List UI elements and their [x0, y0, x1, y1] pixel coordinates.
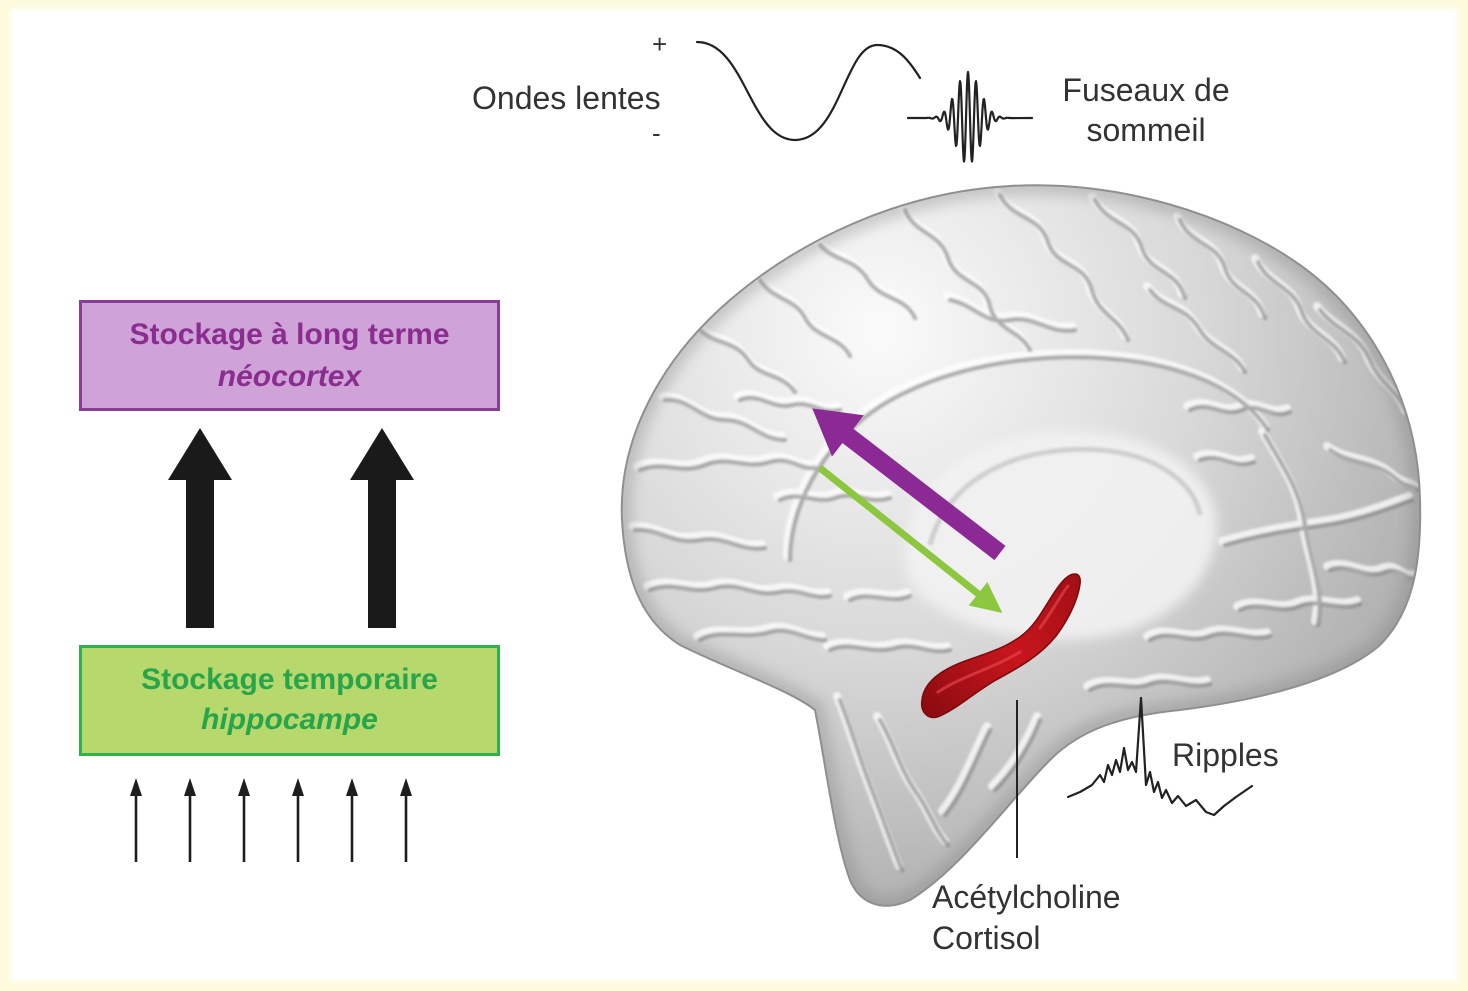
- long-term-storage-title: Stockage à long terme: [82, 315, 497, 355]
- ripples-label: Ripples: [1172, 735, 1279, 775]
- spindles-label-line2: sommeil: [1060, 110, 1232, 150]
- input-arrow: [292, 778, 304, 862]
- input-arrow: [346, 778, 358, 862]
- spindles-label: Fuseaux de sommeil: [1060, 70, 1232, 150]
- consolidation-arrow-right: [350, 428, 414, 628]
- long-term-storage-box: Stockage à long terme néocortex: [79, 300, 500, 411]
- consolidation-arrow-left: [168, 428, 232, 628]
- brain-illustration: [622, 185, 1420, 905]
- input-arrow: [184, 778, 196, 862]
- spindles-label-line1: Fuseaux de: [1060, 70, 1232, 110]
- slow-waves-label: Ondes lentes: [472, 78, 661, 118]
- input-arrow: [130, 778, 142, 862]
- slow-waves-positive-sign: +: [652, 24, 667, 64]
- neuromodulator-cortisol: Cortisol: [932, 918, 1121, 959]
- temporary-storage-box: Stockage temporaire hippocampe: [79, 645, 500, 756]
- neuromodulators-label: Acétylcholine Cortisol: [932, 877, 1121, 959]
- slow-wave-trace: [697, 42, 920, 140]
- spindle-trace: [908, 72, 1032, 162]
- input-arrow: [238, 778, 250, 862]
- neuromodulator-acetylcholine: Acétylcholine: [932, 877, 1121, 918]
- input-arrow: [400, 778, 412, 862]
- temporary-storage-title: Stockage temporaire: [82, 660, 497, 700]
- long-term-storage-region: néocortex: [82, 357, 497, 397]
- input-arrows: [130, 778, 412, 862]
- slow-waves-negative-sign: -: [652, 113, 661, 153]
- temporary-storage-region: hippocampe: [82, 700, 497, 740]
